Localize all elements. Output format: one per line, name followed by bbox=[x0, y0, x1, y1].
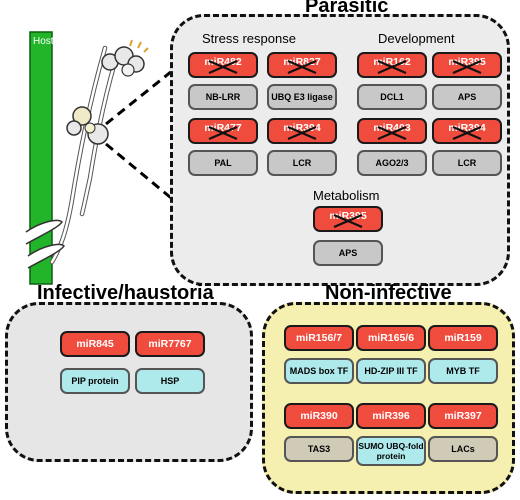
mirna-box: miR159 bbox=[428, 325, 498, 351]
mirna-box-crossed: miR394 bbox=[267, 118, 337, 144]
target-gene-box: HSP bbox=[135, 368, 205, 394]
mirna-box: miR390 bbox=[284, 403, 354, 429]
target-gene-box: APS bbox=[313, 240, 383, 266]
target-gene-box: MADS box TF bbox=[284, 358, 354, 384]
target-gene-box: HD-ZIP III TF bbox=[356, 358, 426, 384]
cross-icon bbox=[377, 126, 407, 140]
stress-response-heading: Stress response bbox=[202, 31, 296, 46]
mirna-box-crossed: miR477 bbox=[188, 118, 258, 144]
mirna-label: miR156/7 bbox=[295, 332, 343, 344]
metabolism-heading: Metabolism bbox=[313, 188, 380, 203]
zoom-line-top bbox=[105, 46, 200, 126]
mirna-box-crossed: miR394 bbox=[432, 118, 502, 144]
cross-icon bbox=[208, 126, 238, 140]
mirna-label: miR390 bbox=[300, 410, 338, 422]
mirna-box-crossed: miR827 bbox=[267, 52, 337, 78]
host-stem bbox=[29, 31, 53, 285]
target-gene-box: SUMO UBQ-fold protein bbox=[356, 436, 426, 466]
cross-icon bbox=[377, 60, 407, 74]
mirna-box-crossed: miR395 bbox=[313, 206, 383, 232]
cross-icon bbox=[287, 60, 317, 74]
cross-icon bbox=[333, 214, 363, 228]
development-heading: Development bbox=[378, 31, 455, 46]
cross-icon bbox=[452, 126, 482, 140]
mirna-box-crossed: miR162 bbox=[357, 52, 427, 78]
mirna-label: miR396 bbox=[372, 410, 410, 422]
target-gene-box: DCL1 bbox=[357, 84, 427, 110]
non-infective-title: Non-infective bbox=[325, 282, 452, 304]
mirna-label: miR845 bbox=[76, 338, 114, 350]
mirna-box: miR156/7 bbox=[284, 325, 354, 351]
target-gene-box: PAL bbox=[188, 150, 258, 176]
mirna-label: miR403 bbox=[373, 122, 411, 134]
target-gene-box: TAS3 bbox=[284, 436, 354, 462]
cross-icon bbox=[208, 60, 238, 74]
host-label: Host bbox=[33, 36, 54, 47]
mirna-box: miR397 bbox=[428, 403, 498, 429]
mirna-label: miR395 bbox=[448, 56, 486, 68]
infective-haustoria-title: Infective/haustoria bbox=[37, 282, 214, 304]
mirna-box: miR7767 bbox=[135, 331, 205, 357]
target-gene-box: APS bbox=[432, 84, 502, 110]
target-gene-box: NB-LRR bbox=[188, 84, 258, 110]
mirna-label: miR482 bbox=[204, 56, 242, 68]
parasitic-title: Parasitic bbox=[305, 0, 389, 17]
mirna-label: miR477 bbox=[204, 122, 242, 134]
target-gene-box: LACs bbox=[428, 436, 498, 462]
mirna-label: miR162 bbox=[373, 56, 411, 68]
mirna-label: miR394 bbox=[448, 122, 486, 134]
mirna-box-crossed: miR403 bbox=[357, 118, 427, 144]
coil-wrap bbox=[25, 219, 63, 245]
target-gene-box: LCR bbox=[267, 150, 337, 176]
mirna-label: miR827 bbox=[283, 56, 321, 68]
mirna-box: miR396 bbox=[356, 403, 426, 429]
mirna-label: miR394 bbox=[283, 122, 321, 134]
cross-icon bbox=[287, 126, 317, 140]
target-gene-box: MYB TF bbox=[428, 358, 498, 384]
target-gene-box: AGO2/3 bbox=[357, 150, 427, 176]
mirna-box: miR165/6 bbox=[356, 325, 426, 351]
mirna-label: miR395 bbox=[329, 210, 367, 222]
mirna-box: miR845 bbox=[60, 331, 130, 357]
mirna-label: miR165/6 bbox=[367, 332, 415, 344]
mirna-label: miR159 bbox=[444, 332, 482, 344]
mirna-box-crossed: miR482 bbox=[188, 52, 258, 78]
mirna-label: miR397 bbox=[444, 410, 482, 422]
mirna-box-crossed: miR395 bbox=[432, 52, 502, 78]
target-gene-box: LCR bbox=[432, 150, 502, 176]
cross-icon bbox=[452, 60, 482, 74]
mirna-label: miR7767 bbox=[148, 338, 192, 350]
target-gene-box: PIP protein bbox=[60, 368, 130, 394]
target-gene-box: UBQ E3 ligase bbox=[267, 84, 337, 110]
